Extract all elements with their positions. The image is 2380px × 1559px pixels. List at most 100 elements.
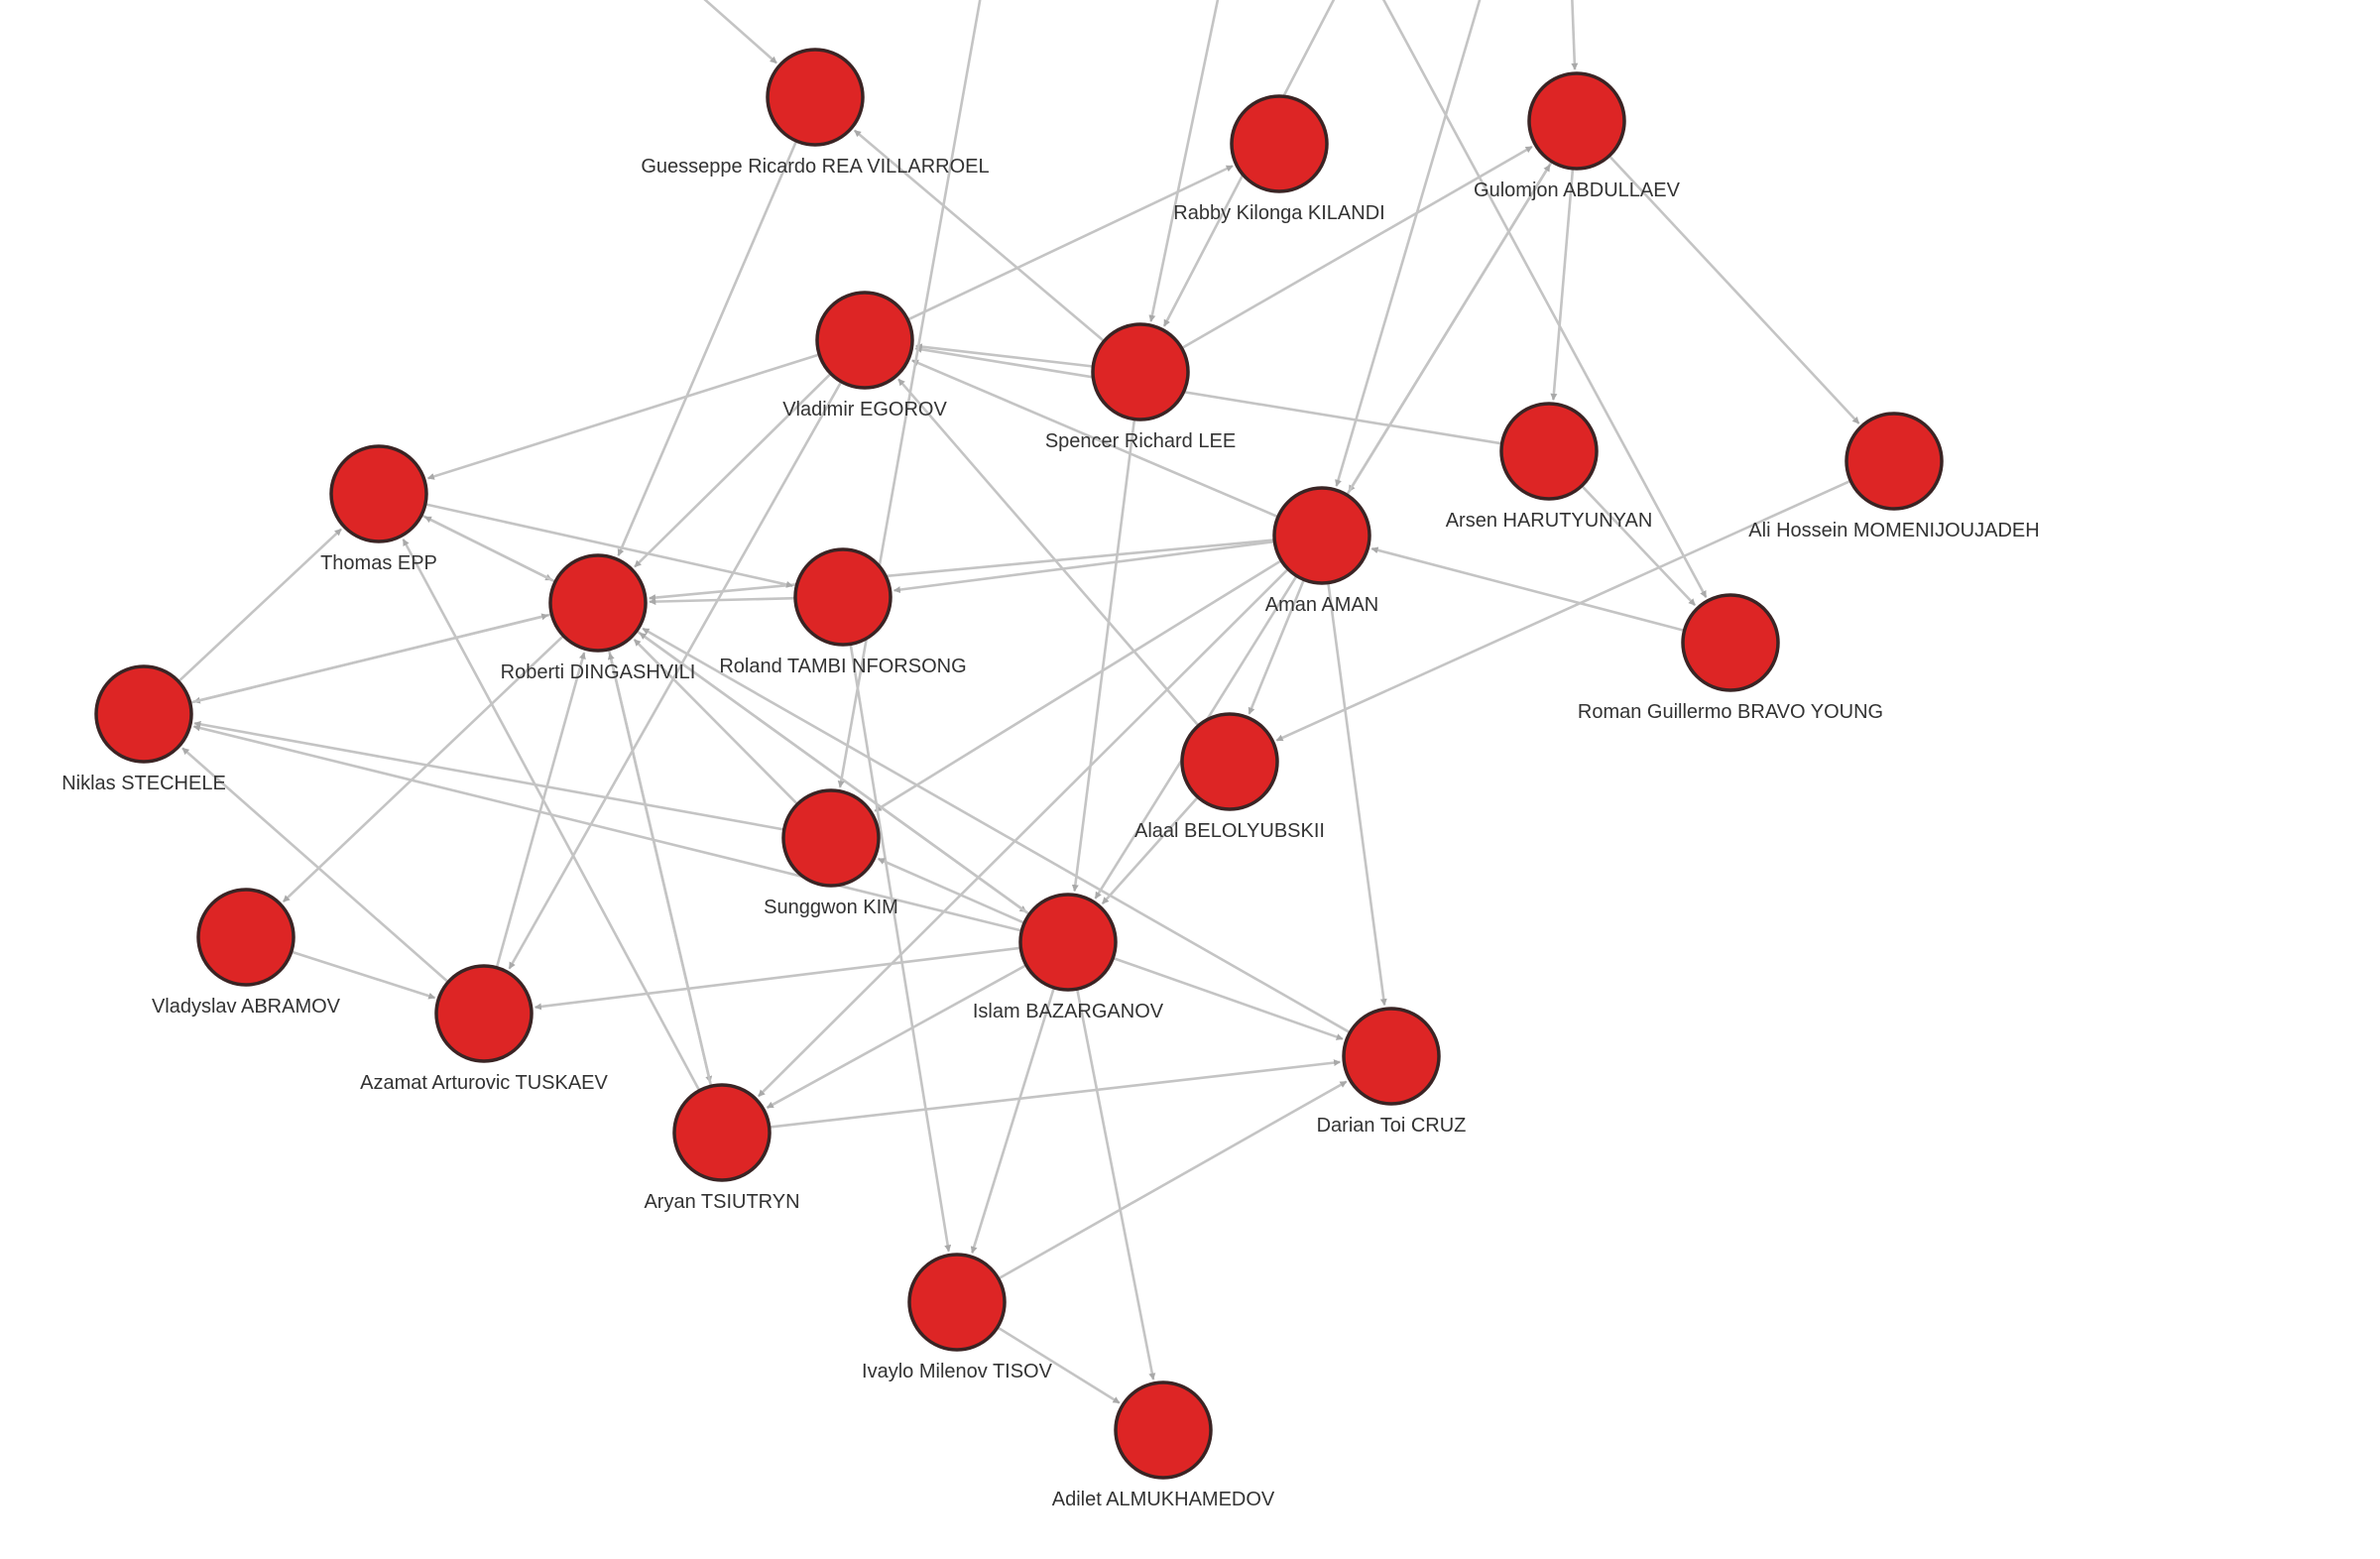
node-adilet[interactable]: Adilet ALMUKHAMEDOV — [1052, 1380, 1275, 1510]
node-islam[interactable]: Islam BAZARGANOV — [973, 893, 1164, 1022]
node-label: Ali Hossein MOMENIJOUJADEH — [1748, 520, 2039, 541]
edges-layer — [178, 0, 1860, 1404]
edge-aman-to-alaal — [1248, 578, 1306, 715]
node-thomas[interactable]: Thomas EPP — [320, 444, 437, 574]
node-aryan[interactable]: Aryan TSIUTRYN — [644, 1083, 800, 1213]
node-rabby[interactable]: Rabby Kilonga KILANDI — [1173, 94, 1385, 224]
node-vladimir[interactable]: Vladimir EGOROV — [782, 291, 947, 420]
edge-islam-to-sunggwon — [877, 857, 1025, 924]
edge-aman-to-vladimir — [911, 359, 1279, 519]
node-circle[interactable] — [1499, 402, 1599, 501]
node-label: Azamat Arturovic TUSKAEV — [360, 1072, 608, 1094]
edge-offscreen-to-guesseppe — [703, 0, 777, 64]
node-gulomjon[interactable]: Gulomjon ABDULLAEV — [1474, 71, 1681, 201]
edge-vladyslav-to-azamat — [291, 950, 436, 1000]
node-ivaylo[interactable]: Ivaylo Milenov TISOV — [862, 1253, 1053, 1382]
node-alihossein[interactable]: Ali Hossein MOMENIJOUJADEH — [1748, 412, 2040, 541]
edge-aman-to-roland — [892, 540, 1275, 594]
nodes-layer: Guesseppe Ricardo REA VILLARROEL Rabby Ki… — [61, 48, 2040, 1510]
node-circle[interactable] — [781, 788, 881, 888]
node-niklas[interactable]: Niklas STECHELE — [61, 664, 226, 794]
node-circle[interactable] — [793, 547, 892, 647]
edge-offscreen-to-gulomjon — [1571, 0, 1579, 70]
edge-aryan-to-roberti — [607, 652, 713, 1087]
edge-niklas-to-thomas — [178, 528, 342, 683]
edge-aryan-to-darian — [769, 1059, 1342, 1129]
edge-sunggwon-to-niklas — [193, 720, 784, 831]
edge-arsen-to-roman — [1581, 484, 1697, 607]
edge-azamat-to-niklas — [181, 747, 449, 984]
edge-roland-to-roberti — [649, 596, 796, 606]
node-label: Guesseppe Ricardo REA VILLARROEL — [641, 156, 989, 178]
node-label: Roman Guillermo BRAVO YOUNG — [1578, 701, 1883, 723]
node-spencer[interactable]: Spencer Richard LEE — [1045, 322, 1236, 452]
node-circle[interactable] — [1681, 593, 1780, 692]
edge-ivaylo-to-adilet — [997, 1326, 1121, 1404]
edge-islam-to-ivaylo — [970, 987, 1056, 1254]
edge-roman-to-aman — [1370, 546, 1685, 633]
node-roman[interactable]: Roman Guillermo BRAVO YOUNG — [1578, 593, 1883, 723]
edge-offscreen-to-spencer — [1148, 0, 1220, 322]
node-label: Vladyslav ABRAMOV — [152, 996, 341, 1018]
node-circle[interactable] — [329, 444, 428, 543]
edge-niklas-to-roberti — [189, 613, 549, 704]
node-label: Ivaylo Milenov TISOV — [862, 1361, 1053, 1382]
edge-aryan-to-thomas — [402, 539, 701, 1092]
node-circle[interactable] — [94, 664, 193, 764]
node-sunggwon[interactable]: Sunggwon KIM — [764, 788, 898, 918]
node-circle[interactable] — [196, 888, 296, 987]
edge-vladimir-to-azamat — [508, 381, 843, 970]
node-circle[interactable] — [1342, 1007, 1441, 1106]
node-label: Aryan TSIUTRYN — [644, 1191, 799, 1213]
edge-darian-to-roberti — [642, 627, 1351, 1034]
edge-vladimir-to-roberti — [634, 372, 832, 568]
node-roland[interactable]: Roland TAMBI NFORSONG — [719, 547, 967, 677]
node-label: Gulomjon ABDULLAEV — [1474, 180, 1681, 201]
node-circle[interactable] — [1018, 893, 1118, 992]
node-label: Sunggwon KIM — [764, 897, 898, 918]
node-circle[interactable] — [1180, 712, 1279, 811]
node-label: Thomas EPP — [320, 552, 437, 574]
edge-aman-to-gulomjon — [1346, 164, 1551, 496]
node-circle[interactable] — [815, 291, 914, 390]
node-label: Aman AMAN — [1265, 594, 1378, 616]
edge-spencer-to-gulomjon — [1180, 145, 1533, 350]
edge-alihossein-to-alaal — [1275, 479, 1851, 742]
node-circle[interactable] — [1272, 486, 1371, 585]
edge-gulomjon-to-arsen — [1550, 168, 1575, 401]
node-circle[interactable] — [1114, 1380, 1213, 1480]
node-label: Spencer Richard LEE — [1045, 430, 1236, 452]
edge-islam-to-adilet — [1075, 988, 1156, 1380]
node-circle[interactable] — [1527, 71, 1626, 171]
edge-islam-to-darian — [1112, 956, 1344, 1040]
node-arsen[interactable]: Arsen HARUTYUNYAN — [1446, 402, 1653, 532]
node-circle[interactable] — [434, 964, 534, 1063]
edge-alaal-to-islam — [1101, 795, 1199, 905]
edge-ivaylo-to-darian — [998, 1080, 1348, 1280]
edge-roberti-to-vladyslav — [282, 635, 565, 903]
node-circle[interactable] — [672, 1083, 772, 1182]
node-circle[interactable] — [766, 48, 865, 147]
edge-gulomjon-to-alihossein — [1607, 155, 1860, 424]
edge-thomas-to-roland — [424, 503, 793, 588]
node-guesseppe[interactable]: Guesseppe Ricardo REA VILLARROEL — [641, 48, 990, 178]
node-label: Roland TAMBI NFORSONG — [719, 656, 966, 677]
edge-islam-to-niklas — [192, 724, 1022, 932]
edge-aman-to-darian — [1327, 582, 1387, 1007]
edge-guesseppe-to-roberti — [617, 140, 798, 556]
node-circle[interactable] — [1091, 322, 1190, 421]
node-azamat[interactable]: Azamat Arturovic TUSKAEV — [360, 964, 609, 1094]
edge-aman-to-roberti — [649, 539, 1275, 602]
edge-islam-to-aryan — [766, 963, 1027, 1110]
node-aman[interactable]: Aman AMAN — [1265, 486, 1378, 616]
node-alaal[interactable]: Alaal BELOLYUBSKII — [1134, 712, 1325, 842]
node-circle[interactable] — [548, 553, 648, 653]
node-circle[interactable] — [1230, 94, 1329, 193]
node-circle[interactable] — [907, 1253, 1007, 1352]
node-vladyslav[interactable]: Vladyslav ABRAMOV — [152, 888, 341, 1018]
node-circle[interactable] — [1844, 412, 1944, 511]
node-roberti[interactable]: Roberti DINGASHVILI — [501, 553, 696, 683]
node-darian[interactable]: Darian Toi CRUZ — [1317, 1007, 1467, 1137]
node-label: Adilet ALMUKHAMEDOV — [1052, 1489, 1275, 1510]
edge-vladimir-to-thomas — [426, 353, 820, 480]
